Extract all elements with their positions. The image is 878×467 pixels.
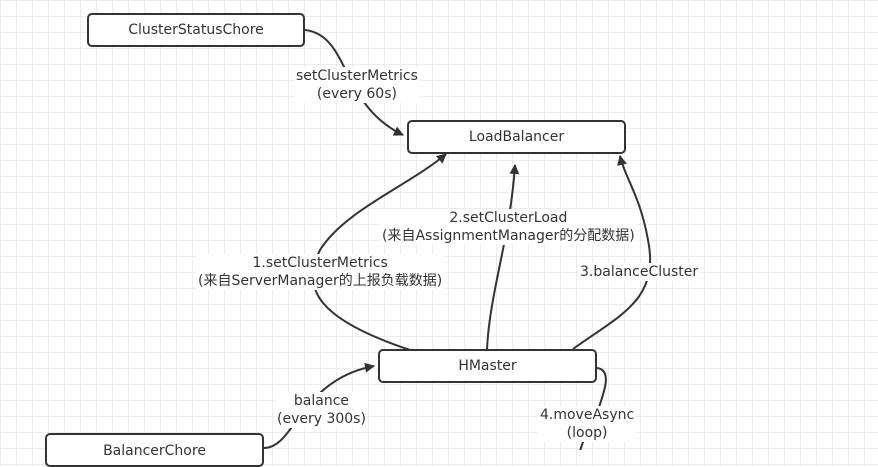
label-set-cluster-metrics-chore: setClusterMetrics (every 60s) — [294, 67, 420, 103]
label-line: (来自AssignmentManager的分配数据) — [382, 228, 635, 244]
node-hmaster: HMaster — [378, 349, 597, 383]
label-line: setClusterMetrics — [296, 68, 418, 84]
label-set-cluster-load: 2.setClusterLoad (来自AssignmentManager的分配… — [380, 209, 637, 245]
label-move-async: 4.moveAsync (loop) — [538, 406, 637, 442]
label-line: (every 60s) — [316, 86, 397, 102]
label-line: 1.setClusterMetrics — [252, 255, 388, 271]
label-balance: balance (every 300s) — [275, 392, 368, 428]
node-load-balancer: LoadBalancer — [407, 120, 626, 154]
label-set-cluster-metrics-master: 1.setClusterMetrics (来自ServerManager的上报负… — [196, 254, 445, 290]
label-line: balance — [293, 393, 350, 409]
label-balance-cluster: 3.balanceCluster — [578, 263, 701, 281]
edge-set-cluster-load — [486, 164, 520, 350]
label-line: 2.setClusterLoad — [449, 210, 568, 226]
label-line: (loop) — [566, 425, 608, 441]
label-line: 3.balanceCluster — [580, 264, 699, 280]
edge-balance-cluster — [572, 155, 652, 350]
label-line: (every 300s) — [277, 411, 366, 427]
edge-set-cluster-metrics-master — [311, 153, 447, 351]
label-line: (来自ServerManager的上报负载数据) — [198, 273, 443, 289]
node-balancer-chore: BalancerChore — [45, 433, 264, 467]
label-line: 4.moveAsync — [540, 407, 635, 423]
node-cluster-status-chore: ClusterStatusChore — [87, 13, 305, 47]
